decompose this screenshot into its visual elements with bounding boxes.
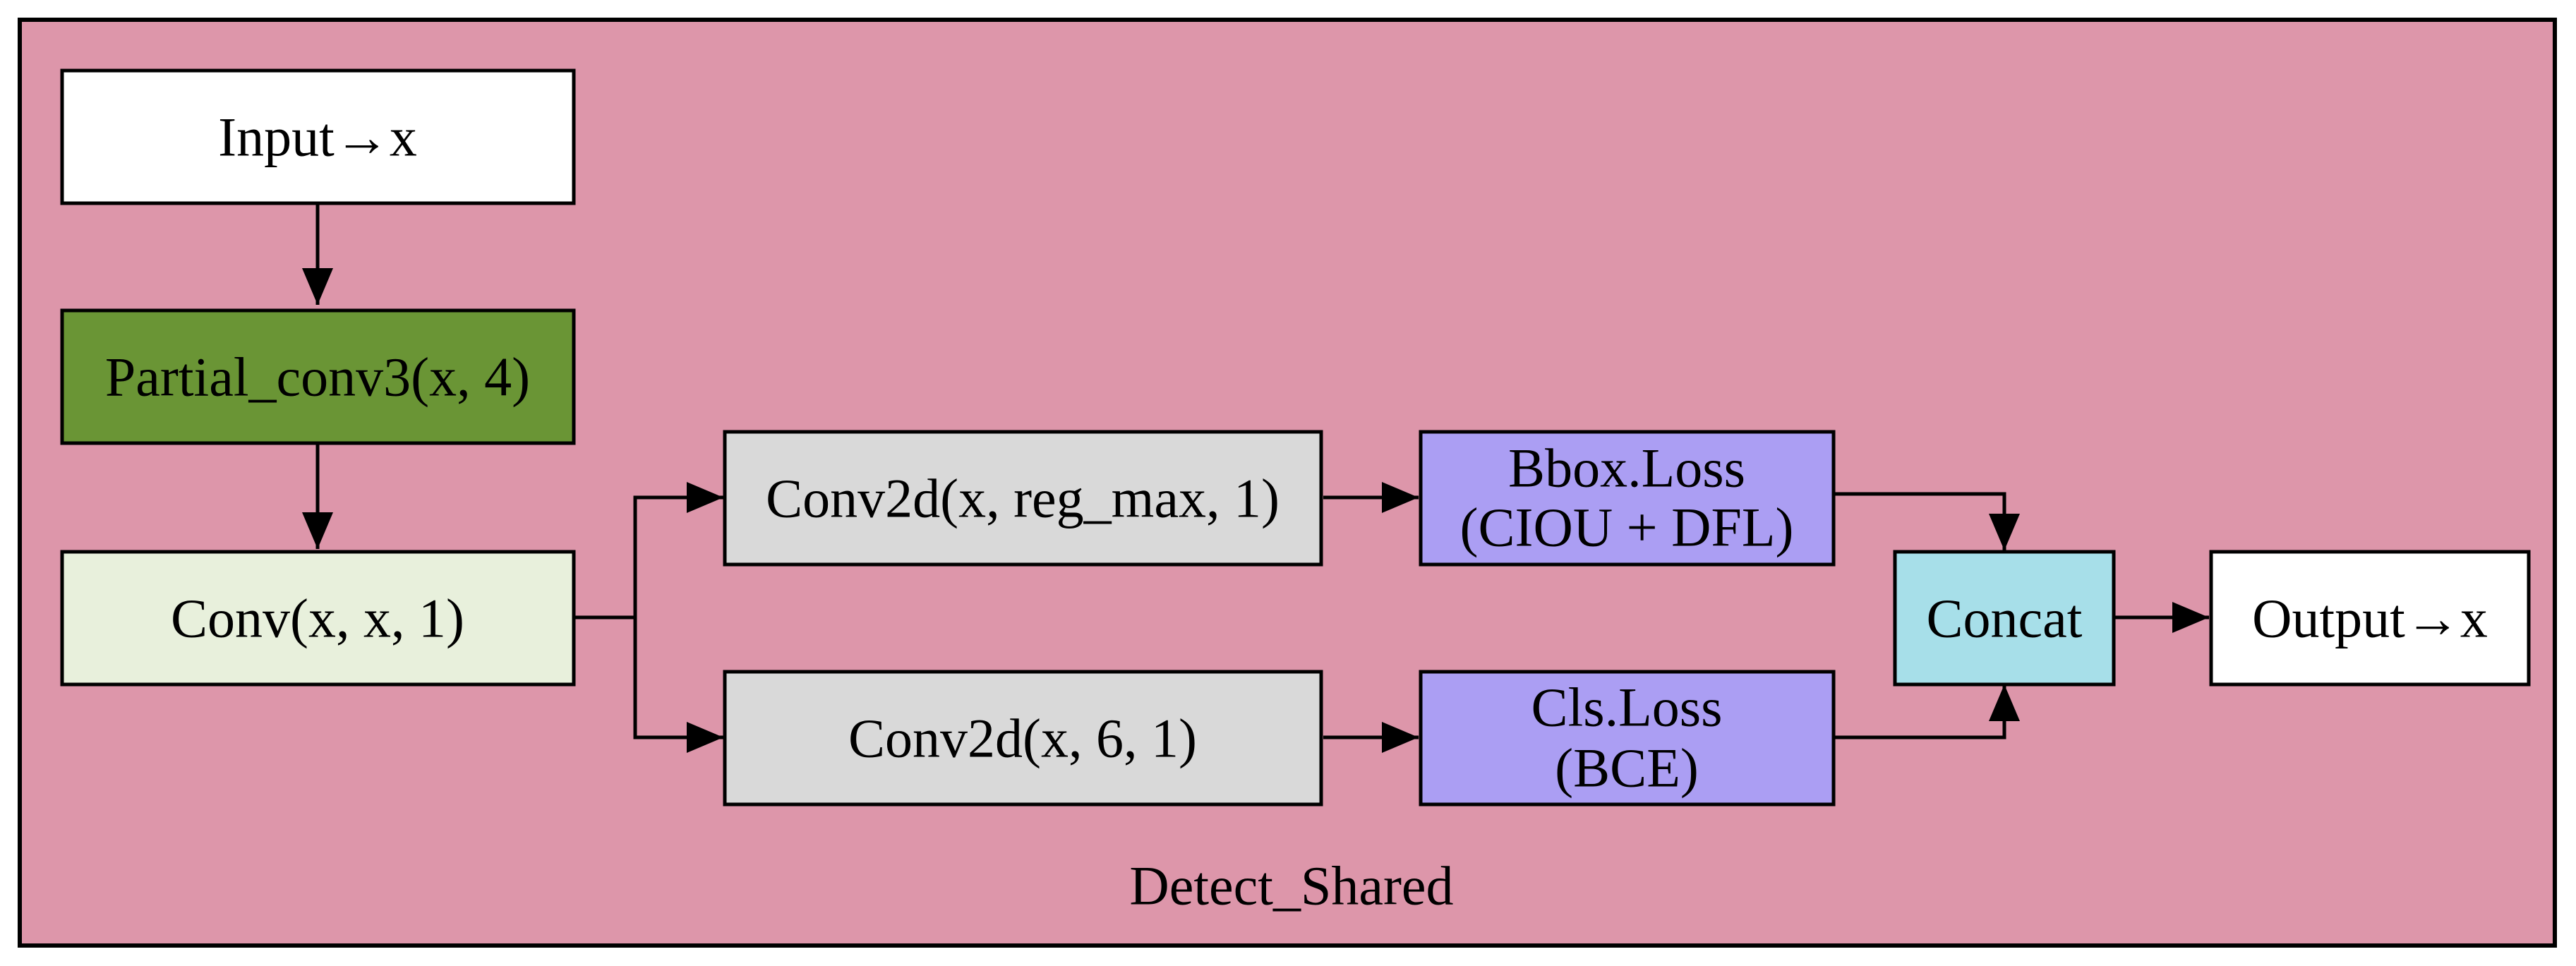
- arrow-branch-to-conv2d-reg: [633, 482, 723, 617]
- arrow-cls-loss-to-concat: [1835, 684, 2020, 739]
- bbox-loss-detail: (CIOU + DFL): [1460, 497, 1794, 558]
- concat-label: Concat: [1927, 588, 2083, 649]
- conv-box: [60, 550, 576, 687]
- input-node: Input→x: [60, 68, 576, 205]
- partial-conv-label: Partial_conv3(x, 4): [105, 346, 530, 408]
- bbox-loss-node: Bbox.Loss (CIOU + DFL): [1419, 430, 1836, 567]
- conv-label: Conv(x, x, 1): [171, 588, 464, 649]
- cls-loss-detail: (BCE): [1555, 737, 1699, 799]
- output-label: Output→x: [2252, 588, 2488, 649]
- connectors: [302, 205, 2209, 753]
- cls-loss-node: Cls.Loss (BCE): [1419, 670, 1836, 807]
- input-box: [60, 68, 576, 205]
- conv2d-reg-box: [723, 430, 1323, 567]
- bbox-loss-box: [1419, 430, 1836, 567]
- conv2d-reg-node: Conv2d(x, reg_max, 1): [723, 430, 1323, 567]
- input-label: Input→x: [218, 107, 417, 168]
- cls-loss-title: Cls.Loss: [1531, 677, 1723, 738]
- arrow-branch-to-conv2d-cls: [633, 617, 723, 753]
- bbox-loss-title: Bbox.Loss: [1508, 437, 1745, 499]
- conv-node: Conv(x, x, 1): [60, 550, 576, 687]
- partial-conv-box: [60, 308, 576, 445]
- conv2d-cls-box: [723, 670, 1323, 807]
- concat-node: Concat: [1893, 550, 2116, 687]
- arrow-bbox-loss-to-concat: [1835, 492, 2020, 550]
- output-node: Output→x: [2209, 550, 2531, 687]
- concat-box: [1893, 550, 2116, 687]
- output-box: [2209, 550, 2531, 687]
- conv2d-cls-node: Conv2d(x, 6, 1): [723, 670, 1323, 807]
- conv2d-reg-label: Conv2d(x, reg_max, 1): [766, 468, 1280, 529]
- cls-loss-box: [1419, 670, 1836, 807]
- diagram-caption: Detect_Shared: [1129, 855, 1453, 917]
- conv2d-cls-label: Conv2d(x, 6, 1): [848, 708, 1197, 769]
- partial-conv-node: Partial_conv3(x, 4): [60, 308, 576, 445]
